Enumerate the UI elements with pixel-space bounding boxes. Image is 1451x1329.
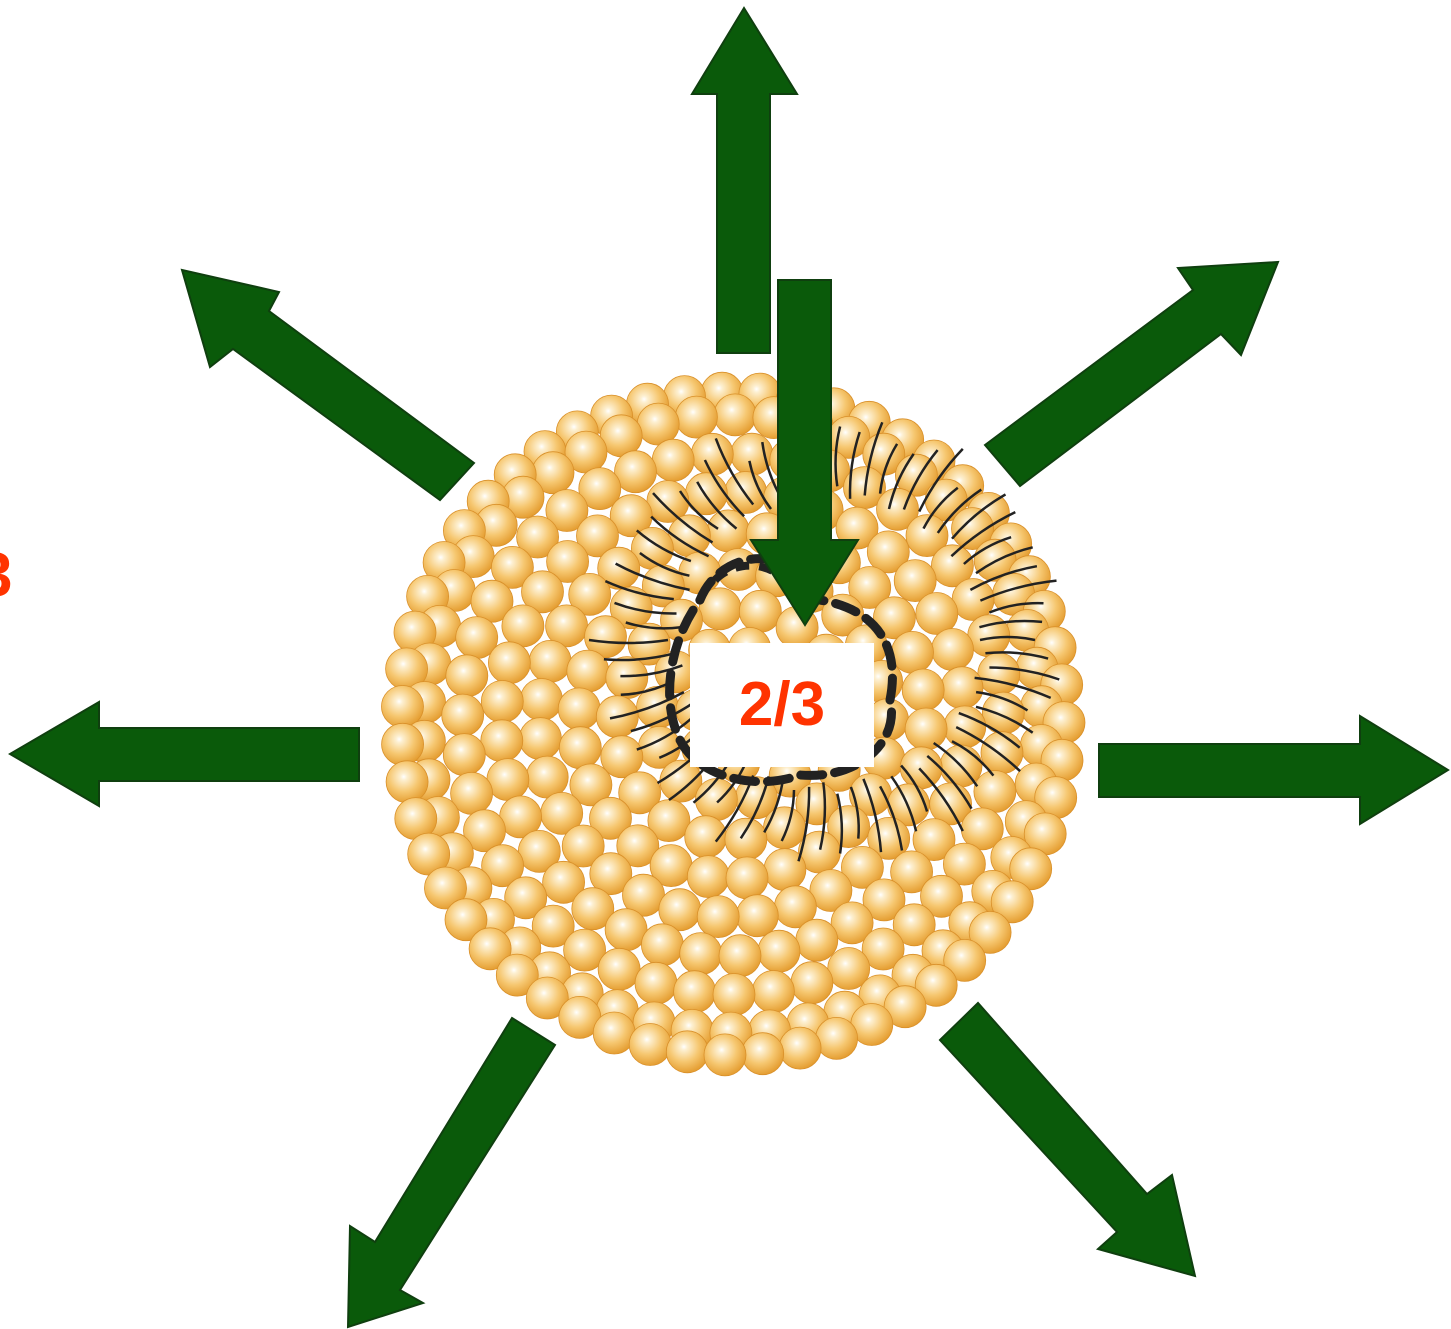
lipid-particle	[637, 403, 679, 445]
lipid-particle	[641, 924, 683, 966]
lipid-particle	[529, 640, 571, 682]
arrow-upper-left	[182, 270, 474, 500]
lipid-particle	[680, 933, 722, 975]
lipid-particle	[739, 590, 781, 632]
lipid-particle	[558, 688, 600, 730]
lipid-particle	[736, 895, 778, 937]
lipid-particle	[502, 605, 544, 647]
lipid-particle	[559, 727, 601, 769]
lipid-particle	[598, 948, 640, 990]
lipid-particle	[695, 779, 737, 821]
lipid-particle	[520, 679, 562, 721]
lipid-particle	[446, 655, 488, 697]
lipid-particle	[605, 909, 647, 951]
lipid-particle	[687, 856, 729, 898]
lipid-particle	[779, 1027, 821, 1069]
arrow-lower-left	[348, 1018, 555, 1327]
center-label-box: 2/3	[690, 643, 874, 767]
lipid-particle	[519, 718, 561, 760]
lipid-particle	[725, 818, 767, 860]
lipid-particle	[791, 962, 833, 1004]
lipid-particle	[752, 971, 794, 1013]
lipid-particle	[952, 579, 994, 621]
lipid-particle	[386, 761, 428, 803]
lipid-particle	[697, 896, 739, 938]
lipid-particle	[719, 935, 761, 977]
lipid-particle	[652, 439, 694, 481]
lipid-particle	[944, 706, 986, 748]
lipid-particle	[742, 1033, 784, 1075]
arrow-upper-right	[985, 262, 1278, 486]
lipid-particle	[816, 1017, 858, 1059]
lipid-particle	[488, 642, 530, 684]
arrow-right	[1099, 716, 1448, 824]
lipid-particle	[691, 433, 733, 475]
lipid-particle	[481, 720, 523, 762]
lipid-particle	[764, 807, 806, 849]
lipid-particle	[685, 473, 727, 515]
lipid-particle	[974, 771, 1016, 813]
lipid-particle	[900, 747, 942, 789]
arrow-lower-right	[940, 1003, 1195, 1276]
lipid-particle	[714, 394, 756, 436]
lipid-particle	[526, 756, 568, 798]
lipid-particle	[442, 694, 484, 736]
lipid-particle	[758, 930, 800, 972]
lipid-particle	[675, 396, 717, 438]
lipid-particle	[892, 631, 934, 673]
lipid-particle	[593, 1012, 635, 1054]
lipid-particle	[487, 759, 529, 801]
lipid-particle	[382, 723, 424, 765]
center-label: 2/3	[739, 674, 825, 736]
lipid-particle	[941, 667, 983, 709]
lipid-particle	[726, 857, 768, 899]
lipid-particle	[978, 653, 1020, 695]
lipid-particle	[629, 1024, 671, 1066]
lipid-particle	[567, 650, 609, 692]
lipid-particle	[635, 962, 677, 1004]
lipid-particle	[481, 681, 523, 723]
lipid-particle	[443, 734, 485, 776]
lipid-particle	[968, 615, 1010, 657]
lipid-particle	[713, 974, 755, 1016]
edge-label-fragment: 3	[0, 545, 12, 607]
arrow-left	[10, 702, 359, 806]
lipid-particle	[796, 919, 838, 961]
lipid-particle	[905, 708, 947, 750]
lipid-particle	[902, 669, 944, 711]
lipid-particle	[932, 629, 974, 671]
lipid-particle	[674, 971, 716, 1013]
lipid-particle	[666, 1031, 708, 1073]
lipid-particle	[704, 1034, 746, 1076]
